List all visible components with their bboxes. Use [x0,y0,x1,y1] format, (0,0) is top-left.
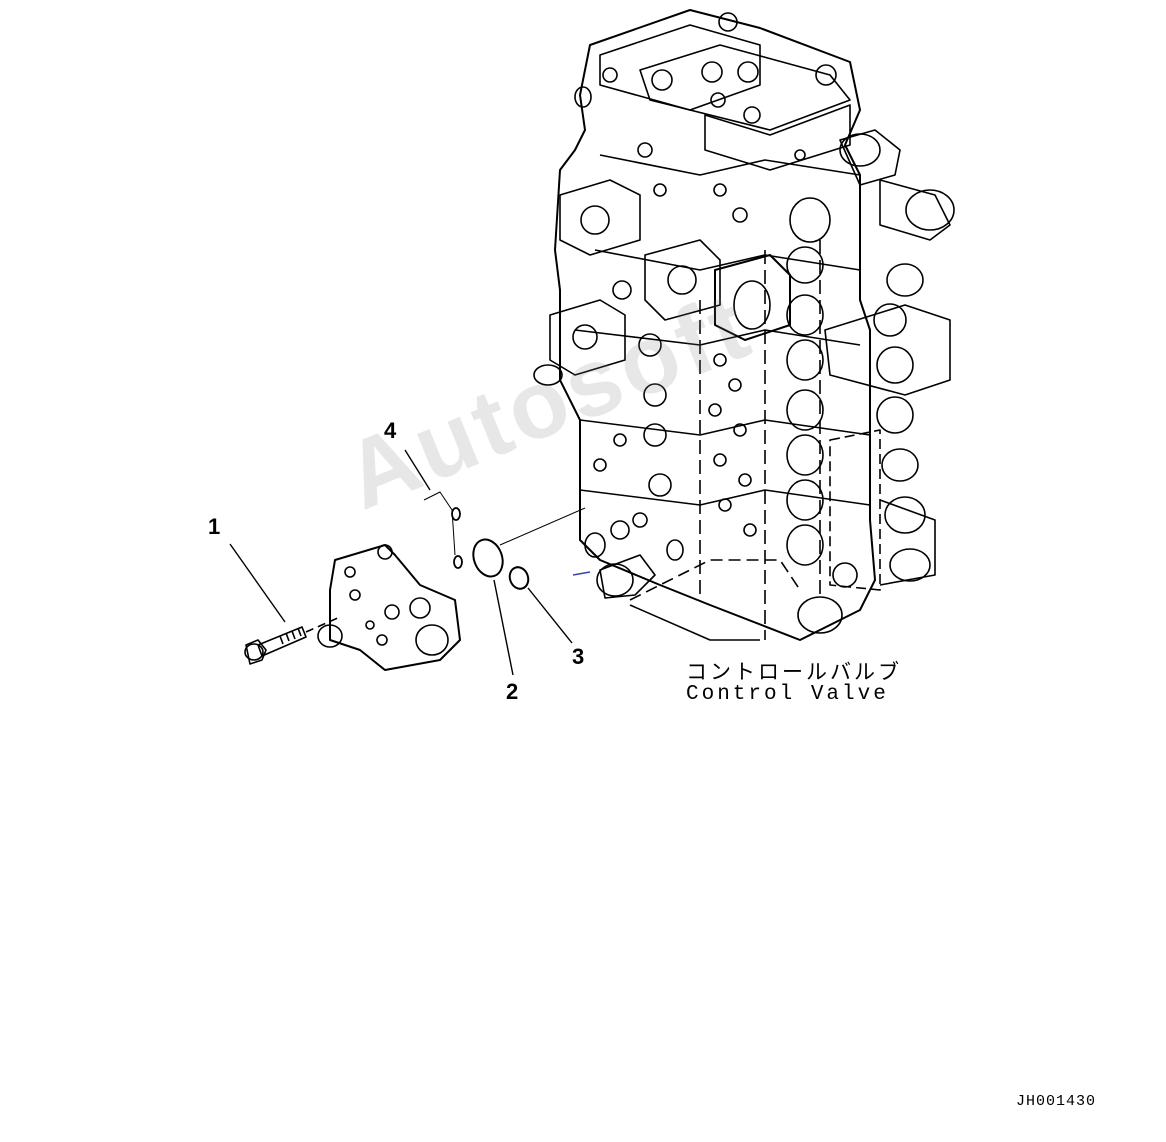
leader-lines [229,449,573,676]
callout-2: 2 [506,679,519,704]
control-valve-label-english: Control Valve [686,683,889,706]
spool-caps-right [786,129,955,634]
callout-1: 1 [208,514,221,539]
drawing-code: JH001430 [1015,1093,1096,1110]
part-2-large-o-ring [472,538,504,578]
callout-3: 3 [572,644,585,669]
assembly-guide-line [499,507,586,546]
part-3-small-o-ring [508,566,530,590]
part-1-bolt [244,616,341,665]
callout-4: 4 [384,418,397,443]
control-valve-label-japanese: コントロールバルブ [686,663,902,686]
exploded-valve-housing [317,544,461,671]
control-valve-body [533,9,955,641]
part-4-small-o-rings [423,491,463,569]
